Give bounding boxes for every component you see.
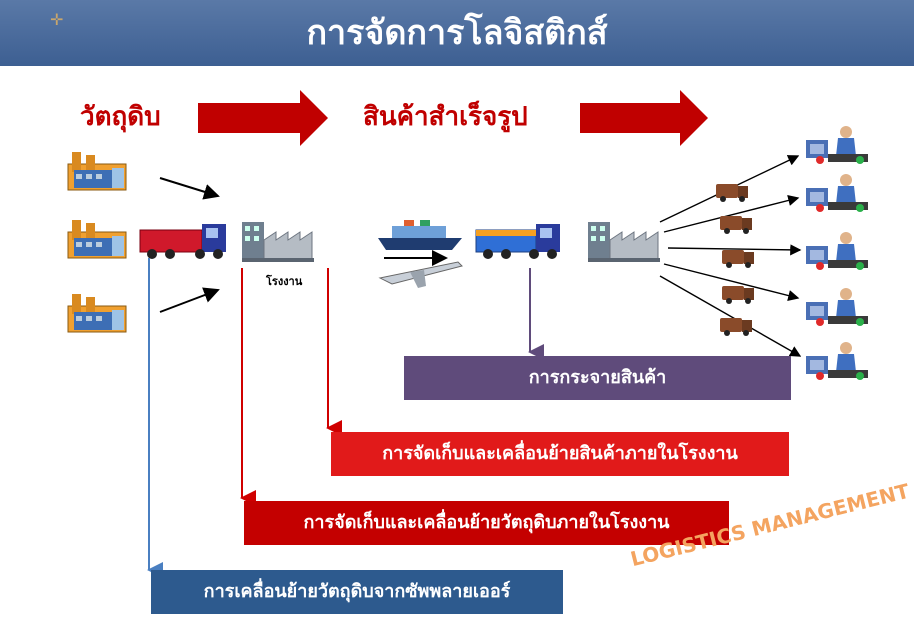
page-title: การจัดการโลจิสติกส์ [306,13,608,53]
supplier-factory-icon [67,219,127,259]
raw-material-label: วัตถุดิบ [80,102,161,132]
customer-shopper-icon [806,126,868,164]
flow-arrow-1 [198,90,328,146]
customer-shopper-icon [806,288,868,326]
supplier-factory-icon [67,293,127,333]
delivery-truck-icon [716,184,748,202]
delivery-truck-icon [722,250,754,268]
delivery-truck-icon [720,318,752,336]
ship-icon [378,220,462,250]
factory-label: โรงงาน [266,275,303,288]
airplane-icon [378,261,463,288]
title-banner [0,0,914,66]
factory-icon [241,221,315,263]
customer-shopper-icon [806,232,868,270]
finished-goods-label: สินค้าสำเร็จรูป [363,102,528,132]
supplier-factory-icon [67,151,127,191]
truck-icon [139,223,227,260]
supplier-movement-box: การเคลื่อนย้ายวัตถุดิบจากซัพพลายเออร์ [151,570,563,614]
truck-icon [475,223,561,260]
sparkle-icon: ✛ [50,10,64,29]
factory-icon [587,221,661,263]
customer-shopper-icon [806,342,868,380]
finished-goods-handling-box: การจัดเก็บและเคลื่อนย้ายสินค้าภายในโรงงา… [331,432,789,476]
customer-shopper-icon [806,174,868,212]
raw-material-handling-box: การจัดเก็บและเคลื่อนย้ายวัตถุดิบภายในโรง… [244,501,729,545]
delivery-truck-icon [722,286,754,304]
distribution-box: การกระจายสินค้า [404,356,791,400]
delivery-truck-icon [720,216,752,234]
flow-arrow-2 [580,90,708,146]
